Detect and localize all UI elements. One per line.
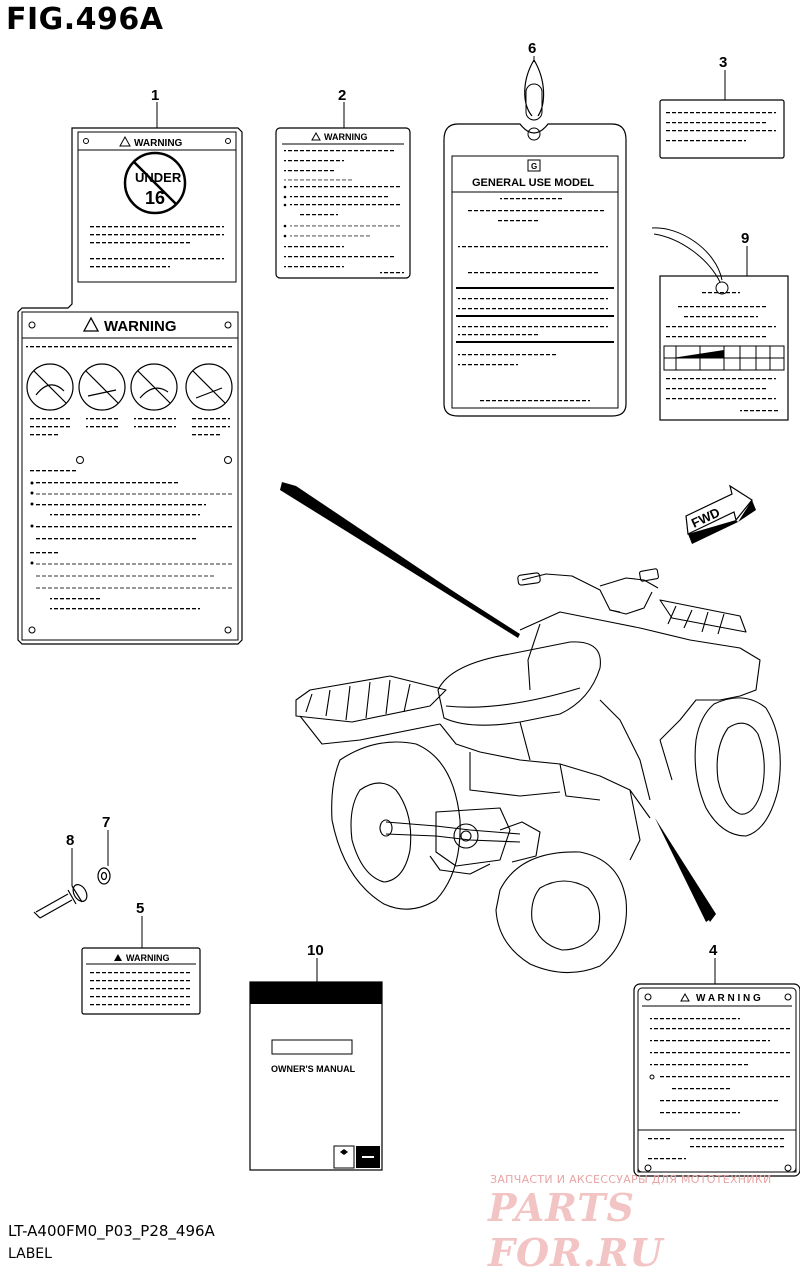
owners-manual: OWNER'S MANUAL [249, 981, 383, 1171]
callout-5: 5 [136, 900, 144, 917]
callout-10: 10 [307, 942, 324, 959]
label-1-warning-text: WARNING [134, 138, 183, 149]
under-text: UNDER [135, 170, 182, 185]
callout-3: 3 [719, 54, 727, 71]
fwd-arrow: FWD [685, 484, 756, 544]
label-1: WARNING UNDER 16 WARNING [17, 127, 243, 645]
section-name: LABEL [8, 1246, 52, 1262]
age-16-text: 16 [145, 188, 165, 208]
callout-1: 1 [151, 87, 159, 104]
label-9 [651, 227, 789, 421]
atv-drawing [295, 568, 781, 974]
label-3 [659, 99, 785, 159]
bolt-part [33, 884, 88, 919]
label-2-warning-text: WARNING [324, 132, 368, 142]
model-code: LT-A400FM0_P03_P28_496A [8, 1222, 215, 1240]
label-6: G GENERAL USE MODEL [443, 59, 627, 417]
callout-4: 4 [709, 942, 718, 959]
watermark-brand: PARTS FOR.RU [488, 1185, 664, 1275]
label-5-warning-text: WARNING [126, 953, 170, 963]
watermark-subtitle: ЗАПЧАСТИ И АКСЕССУАРЫ ДЛЯ МОТОТЕХНИКИ [490, 1173, 772, 1186]
label-5: WARNING [81, 947, 201, 1015]
label-4: W A R N I N G [633, 983, 800, 1177]
svg-text:G: G [531, 162, 537, 171]
callout-8: 8 [66, 832, 74, 849]
washer-part [97, 867, 111, 885]
callout-9: 9 [741, 230, 749, 247]
callout-6: 6 [528, 40, 536, 57]
callout-7: 7 [102, 814, 110, 831]
general-use-model-text: GENERAL USE MODEL [472, 177, 594, 189]
label-1-warning-large: WARNING [104, 318, 177, 335]
owners-manual-text: OWNER'S MANUAL [271, 1064, 356, 1074]
label-2: WARNING [275, 127, 411, 279]
label-4-warning-text: W A R N I N G [696, 993, 761, 1004]
figure-title: FIG.496A [6, 2, 164, 37]
callout-2: 2 [338, 87, 346, 104]
